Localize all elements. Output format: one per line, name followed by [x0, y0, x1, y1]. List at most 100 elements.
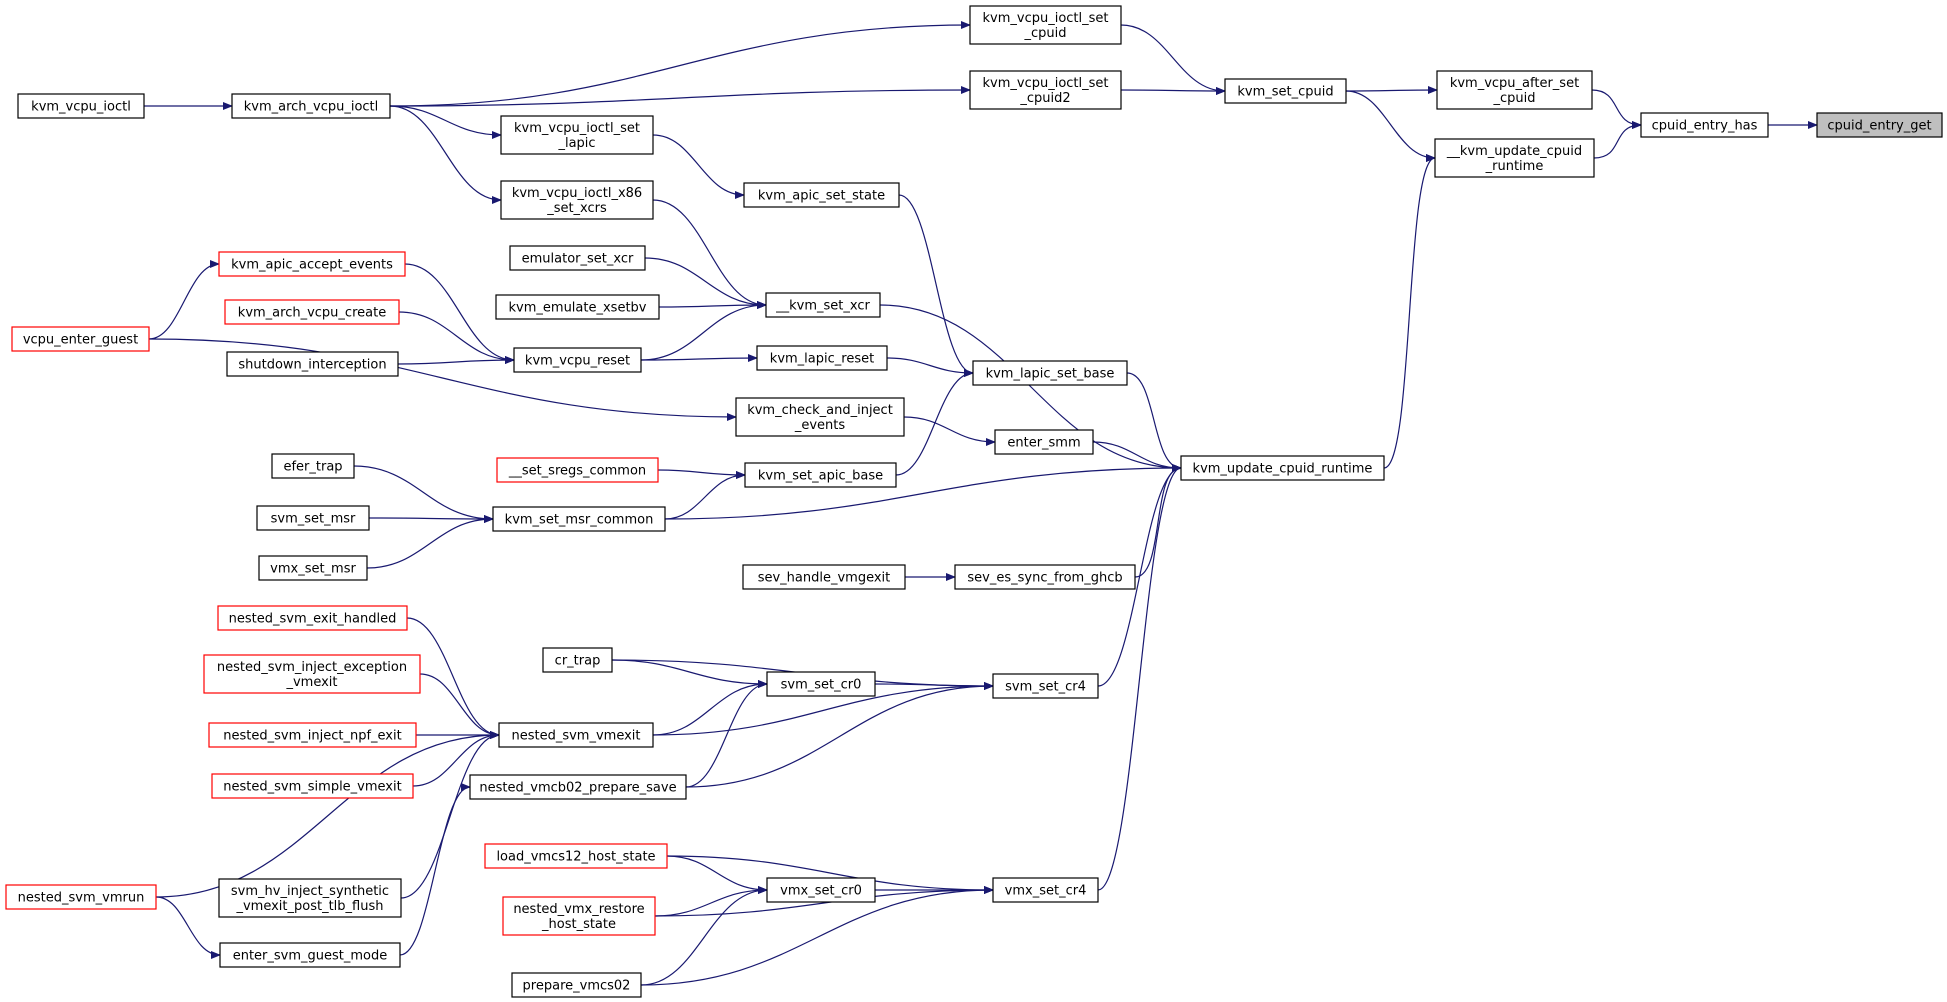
node-box [217, 605, 408, 631]
node-box [743, 182, 900, 208]
node-svm-set-msr[interactable]: svm_set_msr [256, 505, 370, 531]
node-label: kvm_update_cpuid_runtime [1193, 462, 1373, 477]
edge-nested-vmx-restore-host-state-to-vmx-set-cr4 [654, 886, 994, 917]
node-box [256, 505, 370, 531]
node-cpuid-entry-has[interactable]: cpuid_entry_has [1640, 112, 1769, 138]
node-kvm-set-apic-base[interactable]: kvm_set_apic_base [744, 462, 897, 488]
node-label: kvm_vcpu_ioctl [31, 100, 131, 115]
node-nested-svm-vmexit[interactable]: nested_svm_vmexit [498, 722, 654, 748]
node-load-vmcs12-host-state[interactable]: load_vmcs12_host_state [484, 843, 668, 869]
node-kvm-vcpu-ioctl-x86-set-xcrs[interactable]: kvm_vcpu_ioctl_x86_set_xcrs [500, 180, 654, 220]
node-kvm-arch-vcpu-create[interactable]: kvm_arch_vcpu_create [224, 299, 400, 325]
node-box [226, 351, 399, 377]
node-svm-set-cr4[interactable]: svm_set_cr4 [992, 673, 1099, 699]
edge-nested-vmx-restore-host-state-to-vmx-set-cr0 [654, 886, 768, 917]
edge-kvm-arch-vcpu-ioctl-to-kvm-vcpu-ioctl-set-cpuid [389, 21, 971, 107]
node-label: load_vmcs12_host_state [496, 850, 655, 865]
node-kvm-emulate-xsetbv[interactable]: kvm_emulate_xsetbv [495, 294, 660, 320]
node-box [994, 429, 1094, 455]
node-enter-smm[interactable]: enter_smm [994, 429, 1094, 455]
node-kvm-update-cpuid-runtime[interactable]: __kvm_update_cpuid_runtime [1434, 138, 1595, 178]
node-label: kvm_vcpu_ioctl_set [982, 11, 1108, 26]
node-cpuid-entry-get[interactable]: cpuid_entry_get [1816, 112, 1943, 138]
node-vmx-set-msr[interactable]: vmx_set_msr [258, 555, 368, 581]
node-label: kvm_set_apic_base [758, 469, 883, 484]
node-shutdown-interception[interactable]: shutdown_interception [226, 351, 399, 377]
node-nested-svm-inject-npf-exit[interactable]: nested_svm_inject_npf_exit [208, 722, 417, 748]
node-cr-trap[interactable]: cr_trap [542, 647, 613, 673]
node-efer-trap[interactable]: efer_trap [271, 453, 355, 479]
node-box [219, 942, 401, 968]
edge-enter-smm-to-kvm-update-cpuid-runtime [1092, 441, 1182, 472]
node-vmx-set-cr0[interactable]: vmx_set_cr0 [766, 877, 876, 903]
edge-kvm-vcpu-ioctl-x86-set-xcrs-to-kvm-set-xcr [652, 199, 767, 309]
edge-kvm-update-cpuid-runtime-to-kvm-update-cpuid-runtime [1383, 154, 1436, 469]
node-svm-set-cr0[interactable]: svm_set_cr0 [766, 671, 876, 697]
node-sev-handle-vmgexit[interactable]: sev_handle_vmgexit [742, 564, 906, 590]
node-box [766, 671, 876, 697]
node-kvm-vcpu-after-set-cpuid[interactable]: kvm_vcpu_after_set_cpuid [1436, 70, 1593, 110]
node-nested-svm-inject-exception-vmexit[interactable]: nested_svm_inject_exception_vmexit [203, 654, 421, 694]
node-box [469, 774, 687, 800]
node-kvm-apic-accept-events[interactable]: kvm_apic_accept_events [218, 251, 406, 277]
node-box [1436, 70, 1593, 110]
edge-vmx-set-msr-to-kvm-set-msr-common [366, 515, 494, 569]
node-label: _runtime [1485, 159, 1544, 174]
node-kvm-vcpu-reset[interactable]: kvm_vcpu_reset [513, 347, 642, 373]
node-box [1640, 112, 1769, 138]
node-label: vcpu_enter_guest [23, 333, 138, 348]
edge-nested-svm-simple-vmexit-to-nested-svm-vmexit [412, 731, 500, 787]
node-box [969, 5, 1122, 45]
node-box [1816, 112, 1943, 138]
node-box [498, 722, 654, 748]
edge-kvm-apic-set-state-to-kvm-lapic-set-base [898, 194, 974, 377]
edge-prepare-vmcs02-to-vmx-set-cr0 [640, 886, 768, 986]
node-box [765, 292, 881, 318]
node-nested-vmcb02-prepare-save[interactable]: nested_vmcb02_prepare_save [469, 774, 687, 800]
node-kvm-update-cpuid-runtime[interactable]: kvm_update_cpuid_runtime [1180, 455, 1385, 481]
node-label: enter_svm_guest_mode [233, 949, 388, 964]
node-nested-svm-simple-vmexit[interactable]: nested_svm_simple_vmexit [211, 773, 414, 799]
node-kvm-set-cpuid[interactable]: kvm_set_cpuid [1224, 78, 1347, 104]
node-box [509, 245, 646, 271]
node-box [969, 70, 1122, 110]
node-label: nested_svm_inject_npf_exit [223, 729, 401, 744]
node-box [511, 972, 642, 998]
node-label: _cpuid [1023, 26, 1066, 41]
node-box [495, 294, 660, 320]
node-kvm-set-xcr[interactable]: __kvm_set_xcr [765, 292, 881, 318]
node-layer: cpuid_entry_get cpuid_entry_has kvm_vcpu_a… [5, 5, 1943, 998]
node-label: kvm_arch_vcpu_create [238, 306, 386, 321]
node-kvm-vcpu-ioctl-set-lapic[interactable]: kvm_vcpu_ioctl_set_lapic [500, 115, 654, 155]
edge-load-vmcs12-host-state-to-vmx-set-cr4 [666, 855, 994, 894]
node-vmx-set-cr4[interactable]: vmx_set_cr4 [992, 877, 1099, 903]
node-box [542, 647, 613, 673]
node-vcpu-enter-guest[interactable]: vcpu_enter_guest [11, 326, 150, 352]
node-kvm-check-and-inject-events[interactable]: kvm_check_and_inject_events [735, 397, 905, 437]
node-kvm-vcpu-ioctl-set-cpuid[interactable]: kvm_vcpu_ioctl_set_cpuid [969, 5, 1122, 45]
node-label: nested_svm_vmrun [18, 891, 145, 906]
node-kvm-lapic-reset[interactable]: kvm_lapic_reset [756, 345, 888, 371]
node-label: sev_es_sync_from_ghcb [967, 571, 1122, 586]
node-label: _cpuid2 [1019, 91, 1070, 106]
node-set-sregs-common[interactable]: __set_sregs_common [496, 457, 659, 483]
node-sev-es-sync-from-ghcb[interactable]: sev_es_sync_from_ghcb [954, 564, 1136, 590]
node-nested-vmx-restore-host-state[interactable]: nested_vmx_restore_host_state [502, 896, 656, 936]
node-label: __kvm_update_cpuid [1446, 144, 1582, 159]
node-kvm-lapic-set-base[interactable]: kvm_lapic_set_base [972, 360, 1128, 386]
node-box [492, 506, 666, 532]
node-label: sev_handle_vmgexit [758, 571, 891, 586]
node-emulator-set-xcr[interactable]: emulator_set_xcr [509, 245, 646, 271]
node-kvm-vcpu-ioctl[interactable]: kvm_vcpu_ioctl [17, 93, 145, 119]
node-kvm-apic-set-state[interactable]: kvm_apic_set_state [743, 182, 900, 208]
node-nested-svm-vmrun[interactable]: nested_svm_vmrun [5, 884, 157, 910]
node-prepare-vmcs02[interactable]: prepare_vmcs02 [511, 972, 642, 998]
node-label: svm_set_cr4 [1005, 680, 1086, 695]
node-kvm-vcpu-ioctl-set-cpuid2[interactable]: kvm_vcpu_ioctl_set_cpuid2 [969, 70, 1122, 110]
node-enter-svm-guest-mode[interactable]: enter_svm_guest_mode [219, 942, 401, 968]
node-nested-svm-exit-handled[interactable]: nested_svm_exit_handled [217, 605, 408, 631]
node-svm-hv-inject-synthetic-vmexit-post-tlb-flush[interactable]: svm_hv_inject_synthetic_vmexit_post_tlb_… [218, 878, 402, 918]
node-label: __set_sregs_common [508, 464, 646, 479]
node-kvm-arch-vcpu-ioctl[interactable]: kvm_arch_vcpu_ioctl [231, 93, 391, 119]
node-kvm-set-msr-common[interactable]: kvm_set_msr_common [492, 506, 666, 532]
